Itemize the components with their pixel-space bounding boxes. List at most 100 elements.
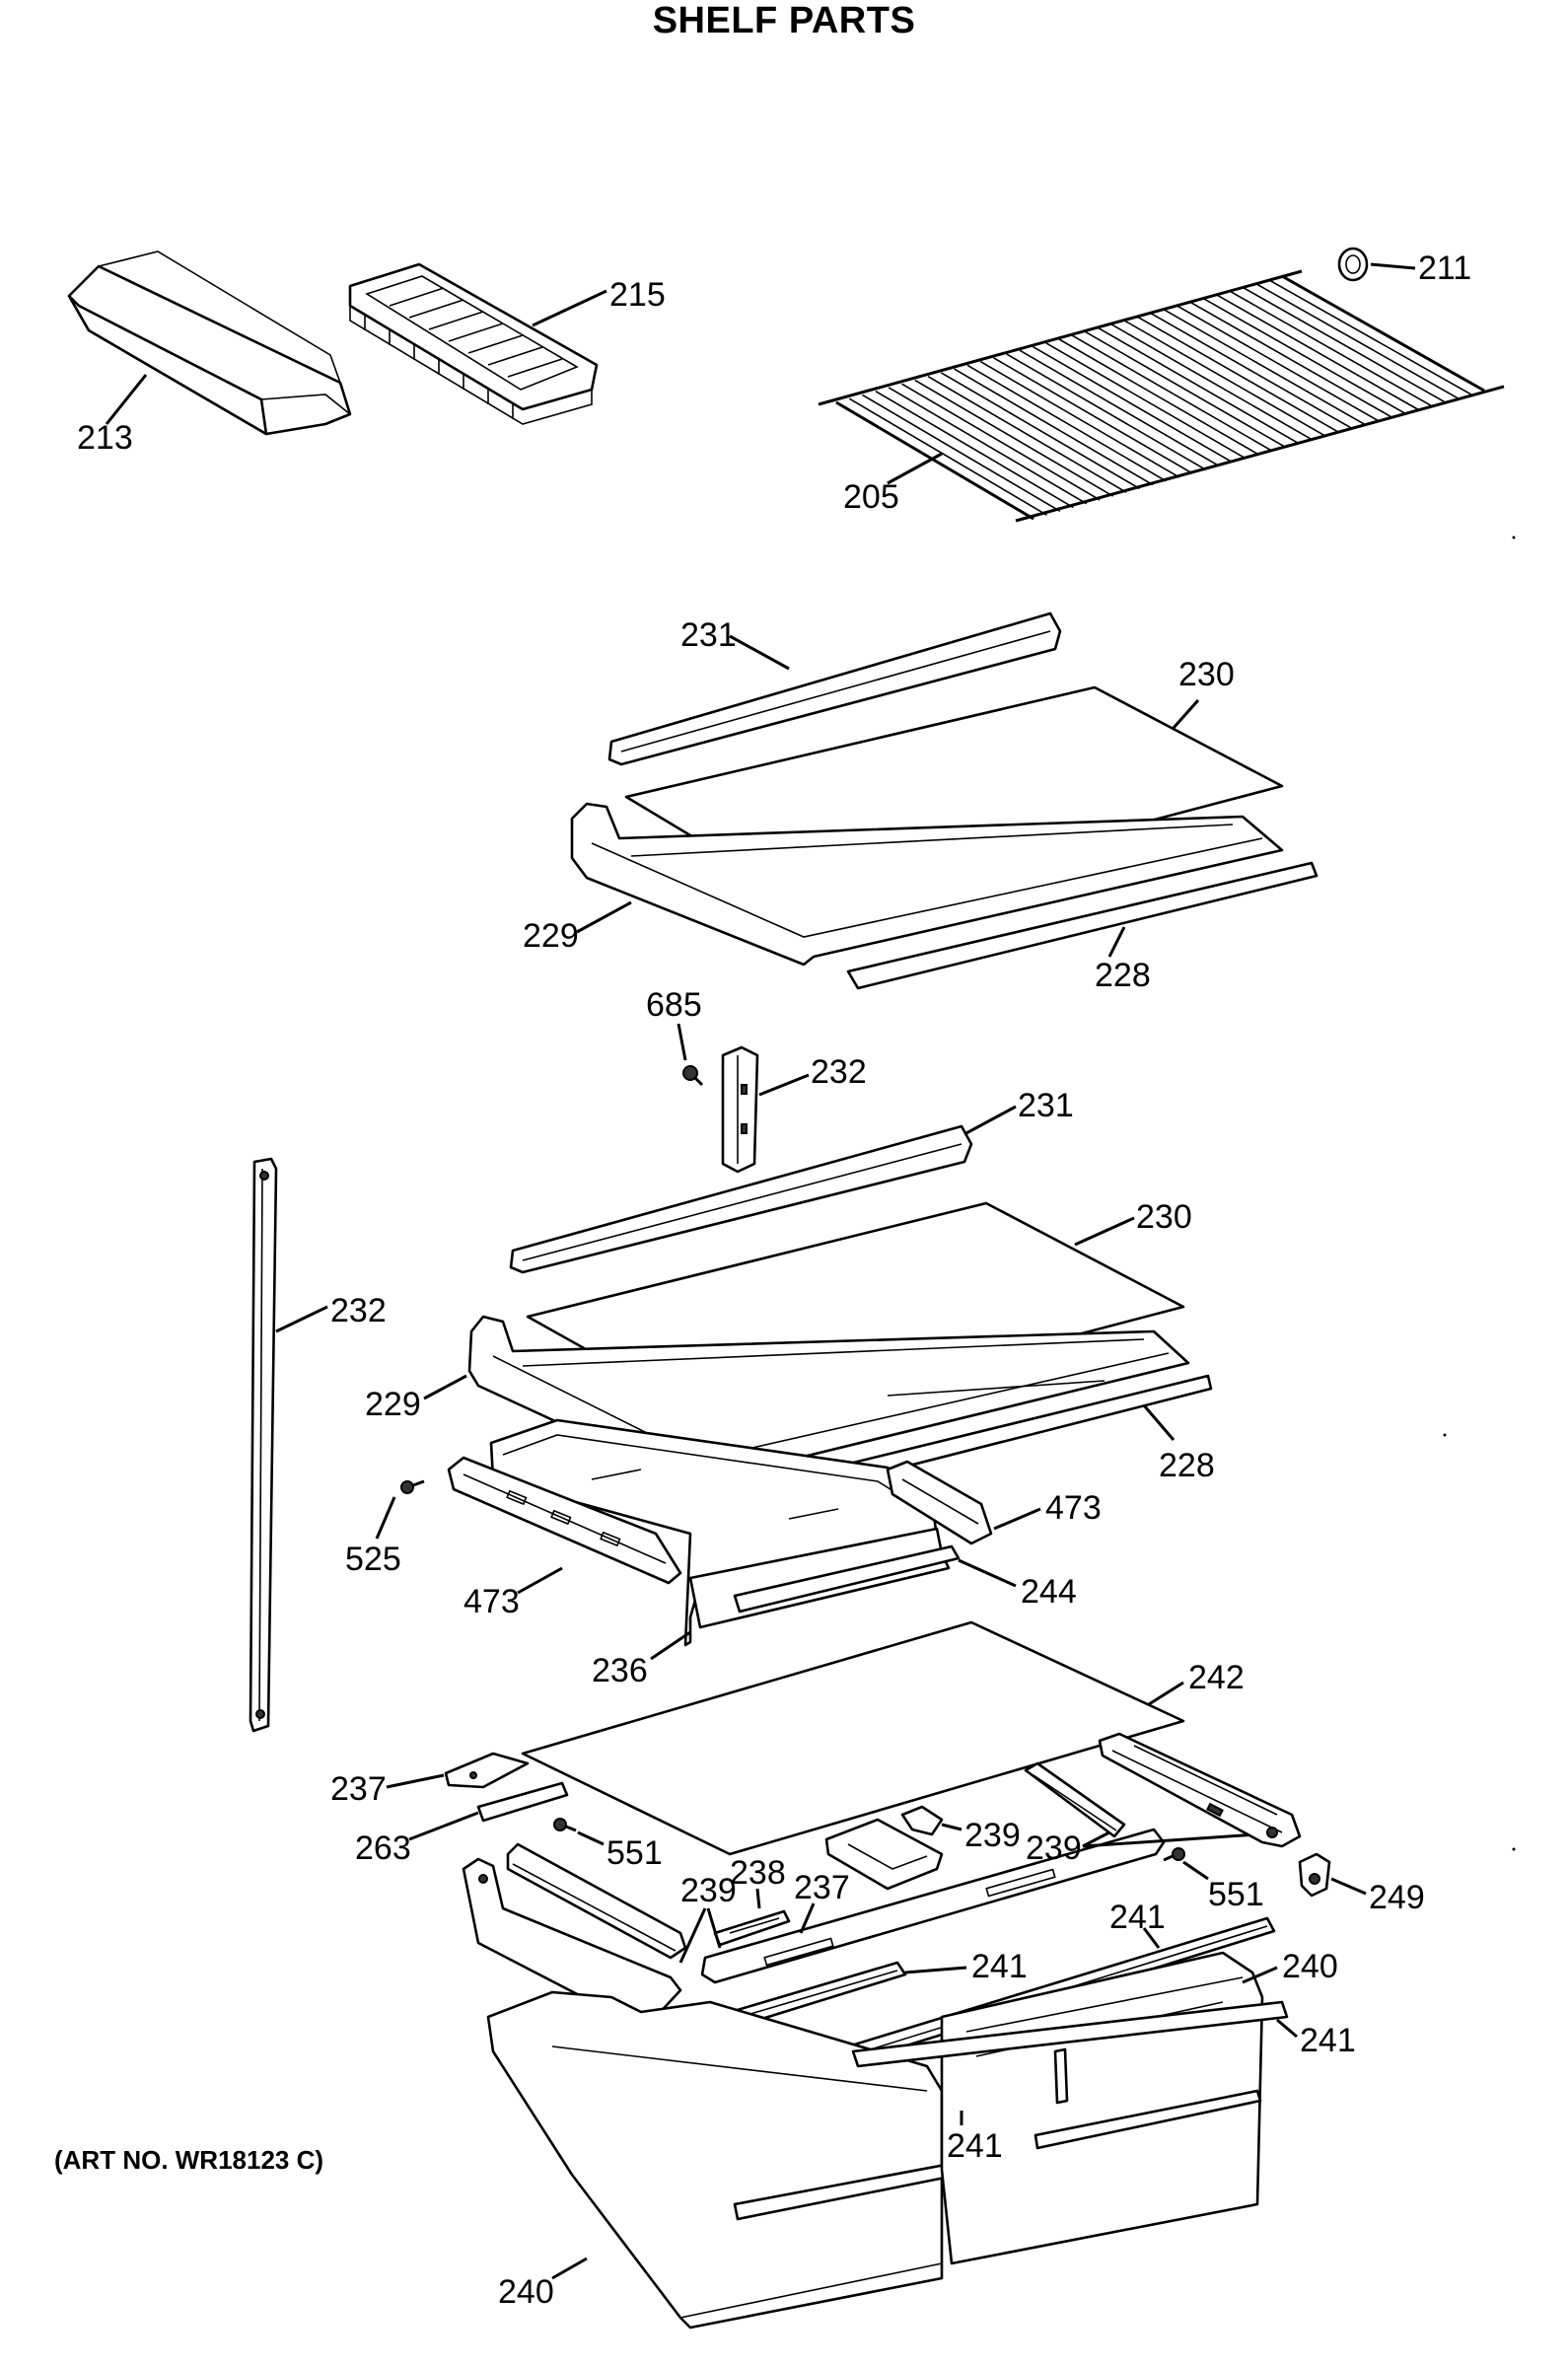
label-229a: 229 bbox=[523, 917, 579, 955]
part-240-right-crisper-drawer bbox=[940, 1951, 1264, 2265]
label-230b: 230 bbox=[1136, 1198, 1192, 1236]
part-231-upper-trim bbox=[607, 611, 1062, 766]
leader-263 bbox=[408, 1811, 479, 1841]
label-236: 236 bbox=[592, 1652, 648, 1689]
label-232a: 232 bbox=[811, 1053, 867, 1091]
label-244: 244 bbox=[1021, 1573, 1077, 1611]
leader-473b bbox=[517, 1566, 563, 1595]
part-551-right-screw bbox=[1163, 1847, 1185, 1862]
leader-685 bbox=[677, 1023, 687, 1061]
leader-241a bbox=[1142, 1927, 1161, 1949]
leader-525 bbox=[375, 1496, 396, 1540]
leader-240b bbox=[1242, 1966, 1278, 1984]
shelf-wire bbox=[914, 379, 1114, 497]
shelf-wire bbox=[901, 383, 1101, 501]
leader-205 bbox=[887, 452, 943, 485]
shelf-wire bbox=[954, 368, 1154, 486]
label-231a: 231 bbox=[680, 616, 737, 654]
label-205: 205 bbox=[843, 478, 899, 516]
part-473-left-slide bbox=[447, 1456, 682, 1585]
shelf-wire bbox=[1281, 275, 1485, 392]
shelf-wire bbox=[1216, 294, 1419, 410]
part-211-shelf-cap bbox=[1337, 247, 1369, 282]
part-525-screw bbox=[400, 1479, 425, 1494]
label-263: 263 bbox=[355, 1829, 411, 1867]
leader-241c bbox=[1276, 2018, 1298, 2039]
label-238: 238 bbox=[730, 1854, 786, 1892]
part-213-door-bin bbox=[67, 251, 352, 436]
label-240b: 240 bbox=[1282, 1948, 1338, 1985]
part-232-long-post bbox=[249, 1157, 278, 1733]
part-473-right-slide bbox=[886, 1460, 993, 1545]
leader-231a bbox=[729, 634, 790, 671]
leader-236 bbox=[650, 1630, 691, 1661]
part-242-crisper-glass bbox=[521, 1620, 1185, 1856]
part-237-left-bracket bbox=[444, 1752, 530, 1789]
label-237a: 237 bbox=[330, 1770, 387, 1808]
label-242: 242 bbox=[1188, 1659, 1245, 1696]
leader-230a bbox=[1172, 699, 1200, 729]
shelf-wire bbox=[993, 357, 1193, 474]
shelf-wire bbox=[1110, 323, 1313, 441]
shelf-wire bbox=[888, 387, 1088, 505]
part-right-crisper-rail bbox=[1098, 1732, 1302, 1848]
leader-228b bbox=[1142, 1404, 1176, 1441]
shelf-wire bbox=[1229, 290, 1432, 406]
part-205-wire-shelf bbox=[818, 269, 1505, 523]
leader-241b bbox=[904, 1966, 967, 1974]
shelf-wire bbox=[1045, 342, 1247, 460]
diagram-title: SHELF PARTS bbox=[652, 0, 916, 41]
label-551b: 551 bbox=[1208, 1876, 1264, 1913]
leader-244 bbox=[958, 1558, 1017, 1588]
label-241b: 241 bbox=[971, 1948, 1028, 1985]
shelf-wire bbox=[835, 401, 1034, 520]
shelf-wire bbox=[875, 391, 1074, 509]
leader-551b bbox=[1182, 1860, 1209, 1881]
shelf-wire bbox=[1071, 334, 1273, 452]
label-229b: 229 bbox=[365, 1386, 421, 1423]
shelf-wire bbox=[1019, 349, 1220, 467]
part-237-center-rail bbox=[700, 1828, 1166, 1984]
shelf-wire bbox=[1033, 345, 1234, 464]
label-237b: 237 bbox=[794, 1869, 850, 1906]
shelf-wire bbox=[1268, 279, 1471, 395]
part-263-trim bbox=[476, 1781, 569, 1823]
leader-240a bbox=[551, 2257, 588, 2280]
part-229-upper-frame bbox=[570, 802, 1284, 967]
label-239a: 239 bbox=[964, 1817, 1021, 1854]
label-228a: 228 bbox=[1095, 957, 1151, 994]
label-211: 211 bbox=[1418, 250, 1471, 287]
label-231b: 231 bbox=[1018, 1087, 1074, 1124]
leader-551a bbox=[577, 1830, 605, 1846]
leader-239c bbox=[678, 1907, 722, 1964]
label-241c: 241 bbox=[1300, 2022, 1356, 2059]
shelf-wire bbox=[1124, 320, 1326, 437]
shelf-wire bbox=[1202, 297, 1405, 414]
part-215-ice-tray bbox=[348, 262, 599, 425]
shelf-wire bbox=[966, 364, 1167, 482]
leader-215 bbox=[532, 289, 607, 327]
label-239b: 239 bbox=[1026, 1829, 1082, 1867]
label-240a: 240 bbox=[498, 2273, 554, 2311]
label-213: 213 bbox=[77, 419, 133, 457]
leader-232b bbox=[275, 1305, 328, 1333]
label-232b: 232 bbox=[330, 1292, 387, 1329]
leader-229a bbox=[576, 900, 632, 934]
part-239-center-bracket bbox=[824, 1805, 944, 1891]
label-215: 215 bbox=[609, 276, 666, 314]
part-685-screw bbox=[682, 1065, 704, 1087]
part-239-right-slide bbox=[1024, 1761, 1126, 1838]
label-228b: 228 bbox=[1159, 1447, 1215, 1484]
shelf-wire bbox=[1085, 330, 1286, 449]
label-230a: 230 bbox=[1178, 656, 1235, 693]
label-241d: 241 bbox=[947, 2127, 1003, 2165]
leader-211 bbox=[1370, 262, 1416, 270]
shelf-wire bbox=[1006, 353, 1207, 470]
part-232-short-post bbox=[721, 1045, 759, 1174]
leader-249 bbox=[1330, 1877, 1367, 1896]
label-473b: 473 bbox=[463, 1583, 520, 1620]
shelf-wire bbox=[940, 372, 1140, 490]
leader-230b bbox=[1074, 1216, 1135, 1247]
